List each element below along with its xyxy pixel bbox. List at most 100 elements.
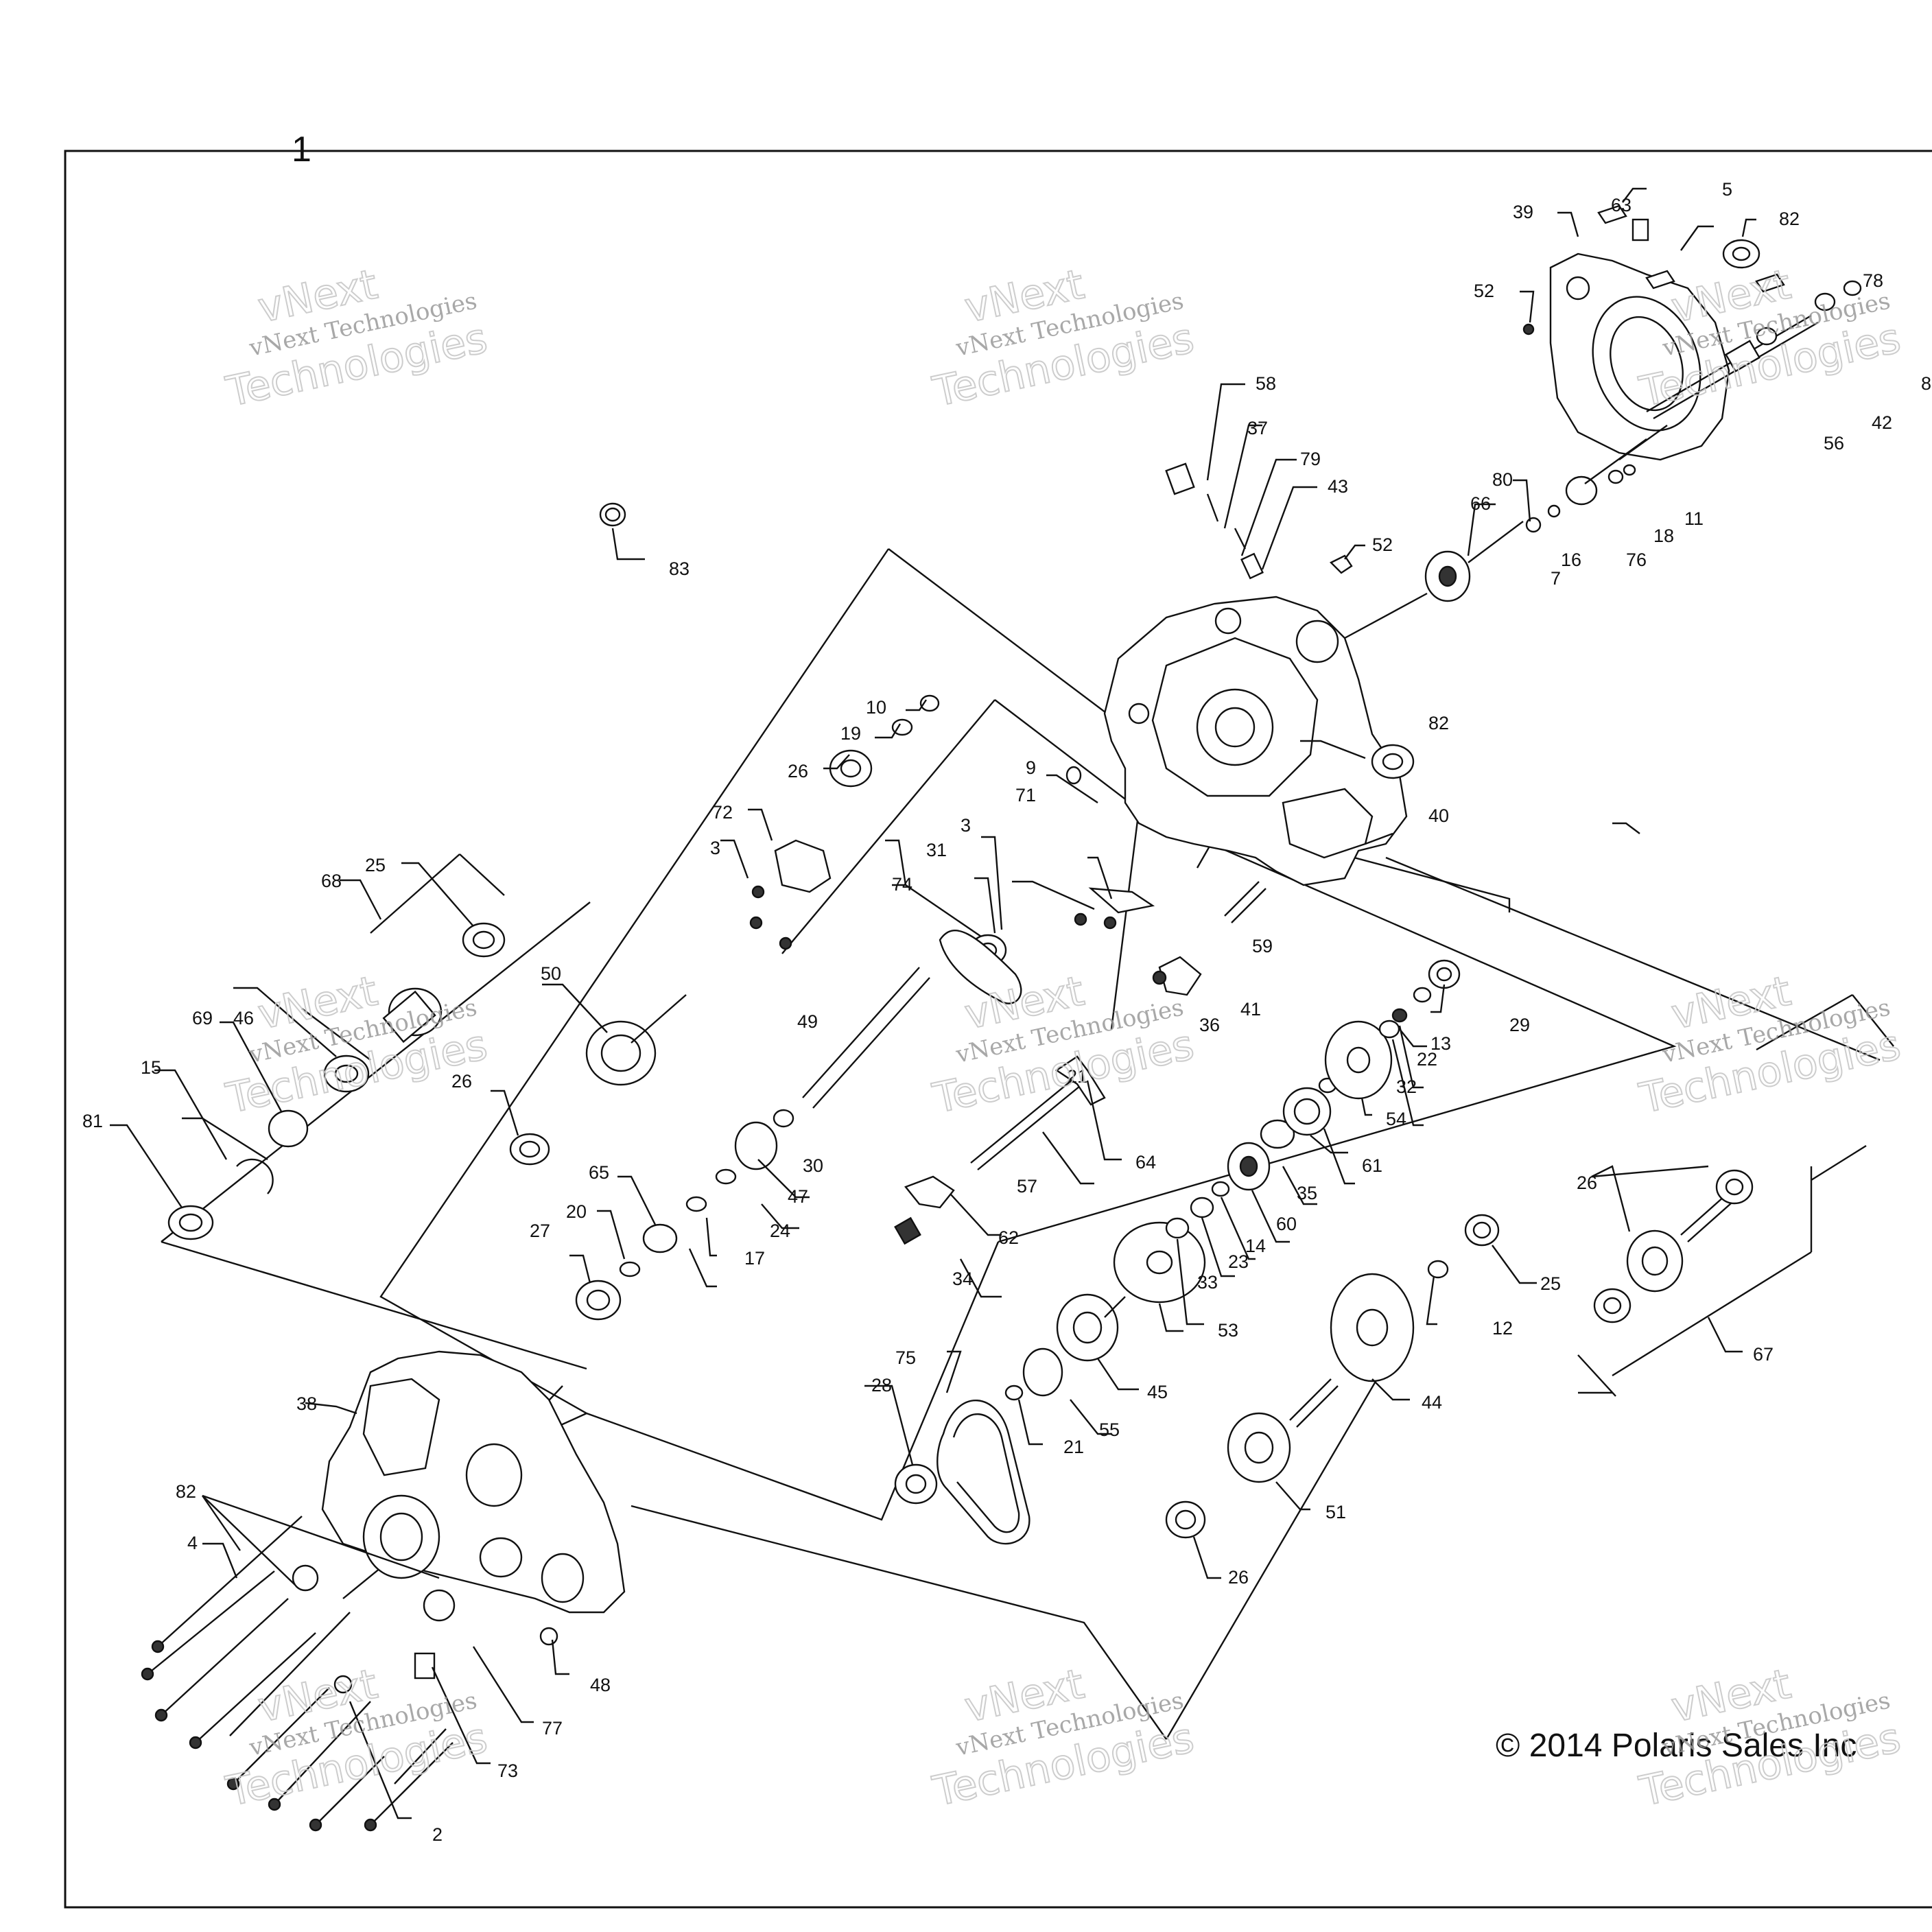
callout-59: 59 <box>1252 936 1273 956</box>
center-gear-stack <box>894 959 1461 1505</box>
left-bearing-stack <box>167 922 506 1240</box>
callout-26: 26 <box>1228 1567 1249 1588</box>
callout-20: 20 <box>566 1201 587 1222</box>
callout-65: 65 <box>589 1162 609 1183</box>
callout-47: 47 <box>788 1186 808 1207</box>
callout-61: 61 <box>1362 1155 1382 1176</box>
callout-57: 57 <box>1017 1176 1037 1197</box>
callout-52: 52 <box>1372 534 1393 555</box>
callout-4: 4 <box>187 1533 198 1553</box>
drive-belts <box>936 1400 1030 1545</box>
callout-49: 49 <box>797 1011 818 1032</box>
callout-46: 46 <box>233 1008 254 1028</box>
callout-69: 69 <box>192 1008 213 1028</box>
callout-19: 19 <box>840 723 861 744</box>
callout-82: 82 <box>1779 209 1800 229</box>
right-shaft-67-group <box>1593 1169 1754 1323</box>
callout-58: 58 <box>1256 373 1276 394</box>
callout-17: 17 <box>744 1248 765 1269</box>
lower-shaft-group <box>1165 1214 1500 1539</box>
main-housing-40 <box>1103 596 1408 886</box>
figure-label: 1 <box>292 130 311 169</box>
callout-5: 5 <box>1722 179 1732 200</box>
callout-45: 45 <box>1147 1382 1168 1402</box>
callout-54: 54 <box>1386 1109 1406 1129</box>
callout-41: 41 <box>1240 999 1261 1020</box>
callout-18: 18 <box>1653 526 1674 546</box>
callout-3: 3 <box>710 838 720 858</box>
callout-28: 28 <box>871 1375 892 1395</box>
callout-78: 78 <box>1863 270 1883 291</box>
diagram-frame <box>64 150 1932 1909</box>
callout-68: 68 <box>321 871 342 891</box>
callout-26: 26 <box>788 761 808 781</box>
shift-fork-group <box>894 881 1267 1245</box>
callout-34: 34 <box>952 1269 973 1289</box>
bolt-set <box>141 1516 558 1832</box>
callout-31: 31 <box>926 840 947 860</box>
callout-35: 35 <box>1297 1183 1317 1203</box>
callout-73: 73 <box>497 1760 518 1781</box>
callout-10: 10 <box>866 697 886 718</box>
callout-2: 2 <box>432 1824 443 1845</box>
callout-77: 77 <box>542 1718 563 1739</box>
callout-48: 48 <box>590 1675 611 1695</box>
callout-42: 42 <box>1872 412 1892 433</box>
callout-83: 83 <box>669 558 690 579</box>
callout-8: 8 <box>1921 373 1931 394</box>
callout-79: 79 <box>1300 449 1321 469</box>
callout-9: 9 <box>1026 757 1036 778</box>
top-right-small-parts <box>599 204 1862 785</box>
callout-50: 50 <box>541 963 561 984</box>
callout-labels: 2 3 3 4 5 7 9 10 11 12 13 14 15 16 17 18… <box>82 179 1931 1845</box>
callout-38: 38 <box>296 1393 317 1414</box>
callout-33: 33 <box>1197 1272 1218 1293</box>
callout-66: 66 <box>1470 493 1491 514</box>
callout-43: 43 <box>1328 476 1348 497</box>
callout-23: 23 <box>1228 1251 1249 1272</box>
callout-25: 25 <box>365 855 386 875</box>
callout-24: 24 <box>770 1221 790 1241</box>
callout-60: 60 <box>1276 1214 1297 1234</box>
callout-71: 71 <box>1015 785 1036 805</box>
callout-36: 36 <box>1199 1015 1220 1035</box>
callout-55: 55 <box>1099 1419 1120 1440</box>
callout-26: 26 <box>1577 1173 1597 1193</box>
callout-32: 32 <box>1396 1076 1417 1097</box>
callout-72: 72 <box>712 802 733 823</box>
callout-14: 14 <box>1245 1236 1266 1256</box>
callout-29: 29 <box>1509 1015 1530 1035</box>
callout-15: 15 <box>141 1057 161 1078</box>
callout-30: 30 <box>803 1155 823 1176</box>
callout-22: 22 <box>1417 1049 1437 1070</box>
callout-16: 16 <box>1561 550 1581 570</box>
callout-64: 64 <box>1135 1152 1156 1173</box>
callout-44: 44 <box>1422 1392 1442 1413</box>
callout-76: 76 <box>1626 550 1647 570</box>
callout-25: 25 <box>1540 1273 1561 1294</box>
callout-11: 11 <box>1684 508 1704 529</box>
copyright-notice: © 2014 Polaris Sales Inc <box>1496 1728 1857 1764</box>
callout-80: 80 <box>1492 469 1513 490</box>
callout-40: 40 <box>1428 805 1449 826</box>
callout-56: 56 <box>1824 433 1844 453</box>
callout-21: 21 <box>1063 1437 1084 1457</box>
callout-74: 74 <box>892 874 912 895</box>
callout-7: 7 <box>1551 568 1561 589</box>
callout-62: 62 <box>998 1227 1019 1248</box>
callout-82: 82 <box>1428 713 1449 733</box>
callout-82: 82 <box>176 1481 196 1502</box>
callout-75: 75 <box>895 1347 916 1368</box>
shaft-49-group <box>575 930 1022 1321</box>
callout-37: 37 <box>1247 418 1268 438</box>
callout-3: 3 <box>961 815 971 836</box>
callout-26: 26 <box>451 1071 472 1092</box>
callout-12: 12 <box>1492 1318 1513 1339</box>
callout-51: 51 <box>1326 1502 1346 1522</box>
shaft-50-group <box>509 694 940 1166</box>
callout-63: 63 <box>1611 195 1631 215</box>
callout-13: 13 <box>1430 1033 1451 1054</box>
callout-67: 67 <box>1753 1344 1774 1365</box>
leader-lines <box>110 187 1756 1819</box>
